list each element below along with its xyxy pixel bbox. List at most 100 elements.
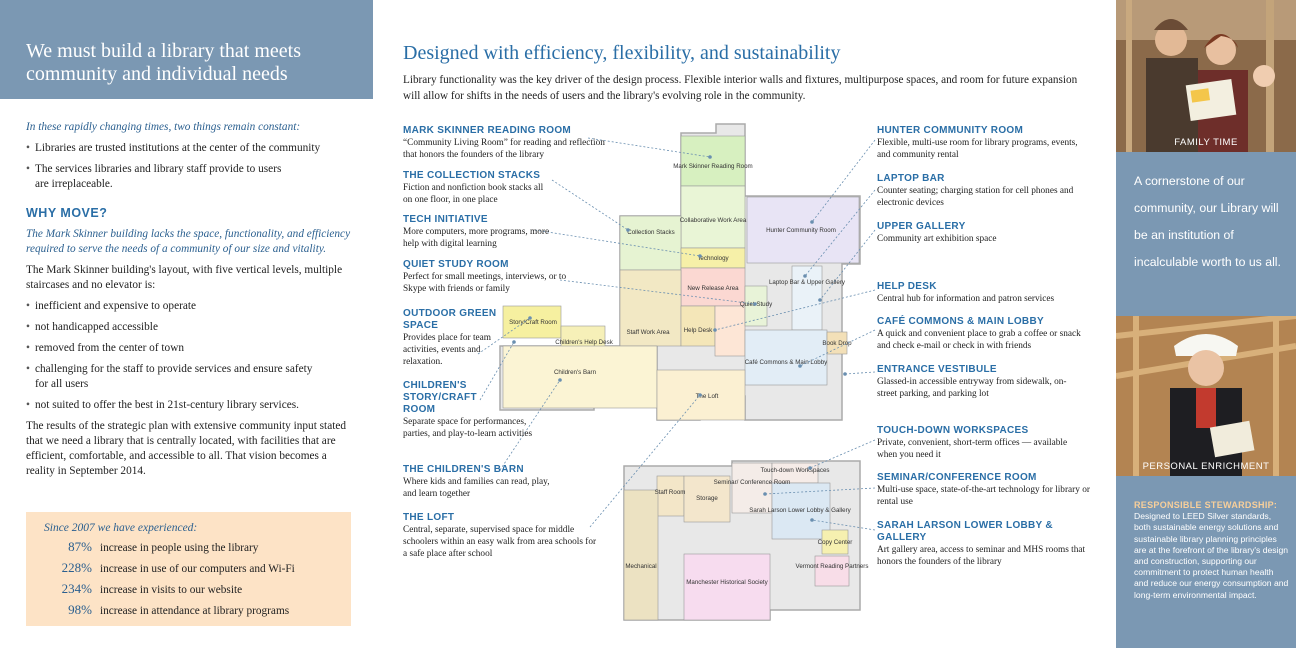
plan-label: Book Drop bbox=[822, 340, 852, 347]
room-story bbox=[502, 305, 562, 339]
callout-sarah-larson: SARAH LARSON LOWER LOBBY & GALLERY Art g… bbox=[877, 520, 1086, 567]
design-title: Designed with efficiency, flexibility, a… bbox=[403, 42, 841, 64]
plan-label: Manchester Historical Society bbox=[686, 579, 768, 586]
issue-item: not suited to offer the best in 21st-cen… bbox=[26, 398, 356, 413]
constant-item: The services libraries and library staff… bbox=[26, 162, 356, 192]
room-touchdown bbox=[771, 462, 819, 484]
room-laptop bbox=[791, 265, 823, 331]
family-photo-image bbox=[1116, 0, 1296, 152]
issue-item: removed from the center of town bbox=[26, 341, 356, 356]
callout-laptop-bar: LAPTOP BAR Counter seating; charging sta… bbox=[877, 173, 1074, 208]
plan-label: Children's Barn bbox=[554, 369, 597, 376]
family-photo: FAMILY TIME bbox=[1116, 0, 1296, 152]
plan-label: Vermont Reading Partners bbox=[796, 563, 869, 570]
room-staff-work bbox=[619, 269, 682, 347]
room-storage bbox=[683, 475, 731, 523]
plan-label: Quiet Study bbox=[740, 301, 773, 308]
callout-seminar: SEMINAR/CONFERENCE ROOM Multi-use space,… bbox=[877, 472, 1090, 507]
stewardship-heading: RESPONSIBLE STEWARDSHIP: bbox=[1134, 500, 1278, 510]
plan-label: Collaborative Work Area bbox=[680, 217, 747, 224]
room-collaborative bbox=[680, 185, 746, 249]
room-collection bbox=[619, 215, 682, 271]
callout-help-desk: HELP DESK Central hub for information an… bbox=[877, 281, 1055, 304]
plan-label: Staff Work Area bbox=[626, 329, 670, 336]
plan-label: Technology bbox=[697, 255, 729, 262]
room-new-release bbox=[680, 267, 746, 307]
lower-floor-plan: Staff Room Storage Seminar/ Conference R… bbox=[623, 460, 869, 621]
plan-label: The Loft bbox=[696, 393, 719, 400]
conclusion-text: The results of the strategic plan with e… bbox=[26, 420, 347, 477]
stats-title: Since 2007 we have experienced: bbox=[44, 522, 198, 534]
plan-label: Collection Stacks bbox=[627, 229, 674, 236]
room-childrens-help bbox=[560, 325, 606, 357]
room-sarah bbox=[771, 482, 831, 540]
design-intro: Library functionality was the key driver… bbox=[403, 74, 1078, 102]
plan-label: Seminar/ Conference Room bbox=[714, 479, 791, 486]
plan-label: Mechanical bbox=[625, 563, 656, 570]
constants-intro: In these rapidly changing times, two thi… bbox=[26, 121, 301, 133]
callout-collection-stacks: THE COLLECTION STACKS Fiction and nonfic… bbox=[403, 170, 544, 205]
plan-label: Copy Center bbox=[818, 539, 853, 546]
room-vermont bbox=[814, 555, 850, 587]
callout-reading-room: MARK SKINNER READING ROOM “Community Liv… bbox=[403, 125, 605, 160]
room-mechanical bbox=[623, 489, 659, 621]
left-body: In these rapidly changing times, two thi… bbox=[26, 120, 356, 479]
plan-label: Children's Help Desk bbox=[555, 339, 613, 346]
layout-text: The Mark Skinner building's layout, with… bbox=[26, 264, 343, 291]
issue-item: challenging for the staff to provide ser… bbox=[26, 362, 356, 392]
callout-entrance: ENTRANCE VESTIBULE Glassed-in accessible… bbox=[877, 364, 1067, 399]
room-copy bbox=[821, 529, 849, 555]
plan-label: Touch-down Workspaces bbox=[760, 467, 829, 474]
callout-green-space: OUTDOOR GREEN SPACE Provides place for t… bbox=[403, 308, 497, 367]
callout-touchdown: TOUCH-DOWN WORKSPACES Private, convenien… bbox=[877, 425, 1068, 460]
callout-upper-gallery: UPPER GALLERY Community art exhibition s… bbox=[877, 221, 997, 244]
why-move-heading: WHY MOVE? bbox=[26, 206, 108, 220]
enrichment-photo-image bbox=[1116, 316, 1296, 476]
callout-childrens-barn: THE CHILDREN'S BARN Where kids and famil… bbox=[403, 464, 550, 499]
callout-tech-initiative: TECH INITIATIVE More computers, more pro… bbox=[403, 214, 550, 249]
room-help-side bbox=[714, 305, 746, 357]
callout-story-craft: CHILDREN'S STORY/CRAFT ROOM Separate spa… bbox=[403, 380, 533, 439]
callout-quiet-study: QUIET STUDY ROOM Perfect for small meeti… bbox=[403, 259, 567, 294]
room-manchester bbox=[683, 553, 771, 621]
issue-item: inefficient and expensive to operate bbox=[26, 299, 356, 314]
stewardship-text: Designed to LEED Silver standards, both … bbox=[1134, 511, 1289, 600]
plan-label: Sarah Larson Lower Lobby & Gallery bbox=[749, 507, 851, 514]
room-cafe bbox=[744, 329, 828, 386]
room-bookdrop bbox=[826, 331, 848, 355]
right-column: FAMILY TIME A cornerstone of our communi… bbox=[1116, 0, 1296, 648]
plan-label: Storage bbox=[696, 495, 718, 502]
left-header-band: We must build a library that meets commu… bbox=[0, 0, 373, 99]
stat-row: 228%increase in use of our computers and… bbox=[61, 560, 295, 575]
cornerstone-quote: A cornerstone of our community, our Libr… bbox=[1134, 174, 1281, 269]
callout-cafe-commons: CAFÉ COMMONS & MAIN LOBBY A quick and co… bbox=[877, 316, 1081, 351]
plan-label: Café Commons & Main Lobby bbox=[745, 359, 828, 366]
room-quiet bbox=[744, 285, 768, 327]
plan-label: Laptop Bar & Upper Gallery bbox=[769, 279, 846, 286]
why-move-intro: The Mark Skinner building lacks the spac… bbox=[26, 228, 351, 255]
enrichment-photo: PERSONAL ENRICHMENT bbox=[1116, 316, 1296, 476]
room-reading bbox=[680, 135, 746, 187]
constant-item: Libraries are trusted institutions at th… bbox=[26, 141, 356, 156]
plan-label: Story/Craft Room bbox=[509, 319, 557, 326]
callout-loft: THE LOFT Central, separate, supervised s… bbox=[403, 512, 597, 559]
family-caption: FAMILY TIME bbox=[1174, 137, 1238, 148]
room-help bbox=[680, 305, 716, 347]
room-technology bbox=[680, 247, 746, 269]
enrichment-caption: PERSONAL ENRICHMENT bbox=[1142, 461, 1270, 472]
plan-label: Staff Room bbox=[655, 489, 686, 496]
left-headline: We must build a library that meets commu… bbox=[26, 40, 301, 85]
room-loft bbox=[656, 369, 746, 421]
plan-label: Help Desk bbox=[684, 327, 713, 334]
room-seminar bbox=[731, 462, 773, 514]
room-staff-room bbox=[656, 475, 685, 517]
stat-row: 87%increase in people using the library bbox=[68, 539, 259, 554]
leader-dots bbox=[512, 155, 847, 522]
stats-box: Since 2007 we have experienced: 87%incre… bbox=[26, 512, 351, 626]
issue-item: not handicapped accessible bbox=[26, 320, 356, 335]
stat-row: 98%increase in attendance at library pro… bbox=[68, 602, 290, 617]
plan-label: Hunter Community Room bbox=[766, 227, 836, 234]
callout-hunter-room: HUNTER COMMUNITY ROOM Flexible, multi-us… bbox=[877, 125, 1078, 160]
plan-label: Mark Skinner Reading Room bbox=[673, 163, 752, 170]
stewardship-block: RESPONSIBLE STEWARDSHIP: Designed to LEE… bbox=[1134, 500, 1289, 601]
